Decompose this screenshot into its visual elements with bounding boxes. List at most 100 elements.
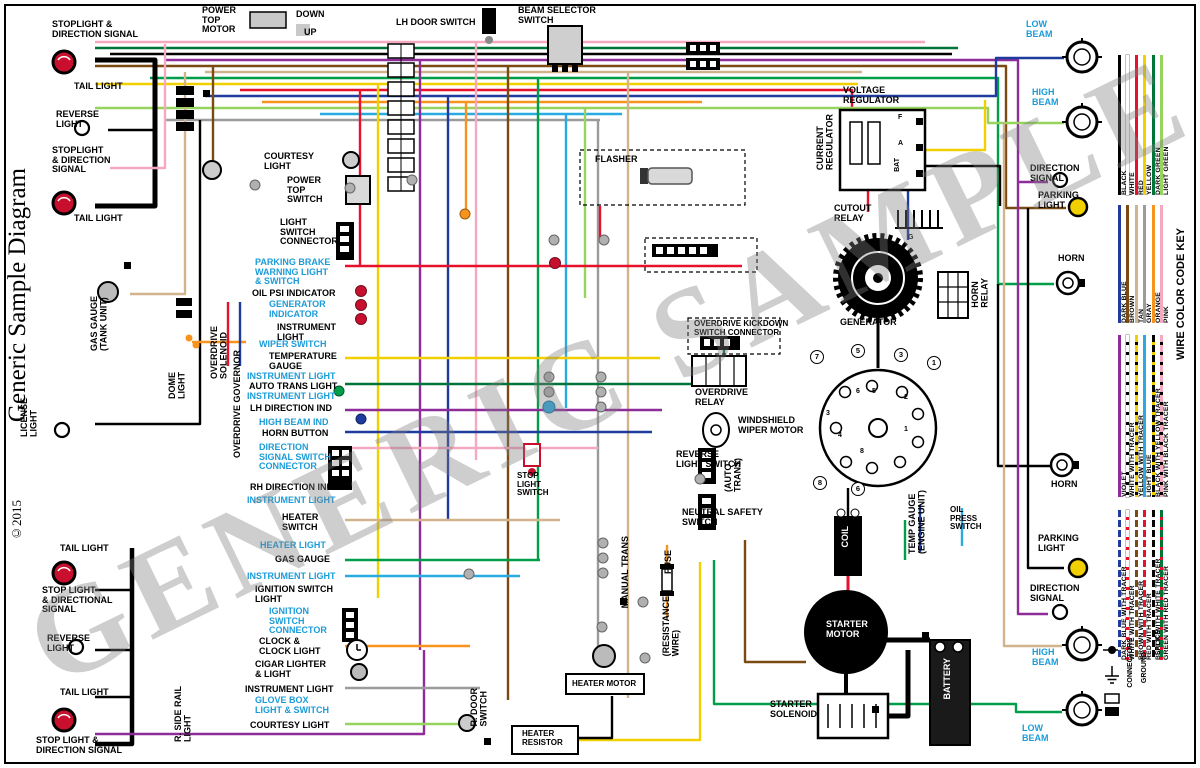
- tail-lamp-icon: [51, 560, 77, 586]
- heater-light: HEATER LIGHT: [260, 540, 326, 550]
- wire: [1016, 182, 1048, 616]
- wire: [743, 540, 806, 664]
- wire: [95, 548, 135, 747]
- wire-color-label: BROWN WITH TRACER: [1137, 580, 1145, 660]
- wire-color-label: RED WITH TRACER: [1146, 593, 1154, 660]
- reverse-light-1: REVERSE LIGHT: [56, 109, 100, 129]
- stop-light-switch-icon: [523, 443, 541, 476]
- connectors-symbol: [1104, 693, 1120, 716]
- cutout-relay-icon: [895, 210, 943, 229]
- wire-color-swatch: [1134, 335, 1138, 497]
- high-beam-lamp-icon: [1060, 624, 1104, 662]
- courtesy-light-2: COURTESY LIGHT: [250, 720, 330, 730]
- horn-relay: HORN RELAY: [970, 278, 990, 308]
- cigar-lighter: CIGAR LIGHTER & LIGHT: [255, 659, 326, 679]
- generator-icon: [833, 233, 923, 323]
- ignition-switch-connector: IGNITION SWITCH CONNECTOR: [269, 606, 327, 636]
- low-beam-lamp-icon: [1060, 36, 1104, 74]
- horn-icon: [1055, 270, 1087, 296]
- terminal-f: F: [898, 114, 903, 121]
- oil-psi-indicator: OIL PSI INDICATOR: [252, 288, 336, 298]
- wire-color-label: DARK BLUE WITH TRACER: [1121, 566, 1128, 660]
- wire-color-label: BLACK WITH WHITE TRACER: [1154, 558, 1162, 660]
- oil-press-switch: OIL PRESS SWITCH: [950, 505, 982, 532]
- r-side-rail-light: R. SIDE RAIL LIGHT: [173, 686, 193, 743]
- light-switch-connector-icon: [336, 222, 354, 260]
- horn-relay-icon: [937, 271, 969, 319]
- dist-term-8: 8: [813, 476, 827, 490]
- dist-num-8: 8: [860, 448, 864, 455]
- wire-color-swatch: [1151, 205, 1155, 323]
- stoplight-direction-2: STOPLIGHT & DIRECTION SIGNAL: [52, 145, 111, 175]
- dome-light-icon: [202, 160, 222, 180]
- wiper-motor-icon: [702, 412, 730, 448]
- auto-trans: (AUTO TRANS): [723, 458, 743, 492]
- wire-color-swatch: [1118, 55, 1121, 195]
- wire-color-swatch: [1134, 55, 1138, 195]
- stop-light-switch: STOP LIGHT SWITCH: [517, 471, 549, 498]
- coil-terminal: [836, 508, 846, 518]
- wire: [712, 560, 1062, 714]
- wire-color-swatch: [1118, 205, 1121, 323]
- dome-light: DOME LIGHT: [167, 372, 187, 399]
- wire: [95, 120, 202, 426]
- overdrive-relay: OVERDRIVE RELAY: [695, 387, 749, 407]
- wire: [1002, 123, 1062, 648]
- high-beam-2: HIGH BEAM: [1032, 647, 1059, 667]
- power-top-switch: POWER TOP SWITCH: [287, 175, 323, 205]
- wire: [345, 342, 726, 386]
- temp-gauge-engine: TEMP GAUGE (ENGINE UNIT): [907, 490, 927, 554]
- wire-color-label: GRAY: [1146, 303, 1154, 323]
- heater-motor-box: [565, 673, 645, 695]
- wire-color-swatch: [1143, 205, 1147, 323]
- horn-button: HORN BUTTON: [262, 428, 329, 438]
- horn-1: HORN: [1058, 253, 1085, 263]
- heater-resistor-box: [511, 725, 579, 755]
- cutout-relay: CUTOUT RELAY: [834, 203, 872, 223]
- coil-terminal: [850, 508, 860, 518]
- courtesy-light-icon: [458, 714, 476, 732]
- current-regulator: CURRENT REGULATOR: [815, 114, 835, 171]
- wire: [95, 57, 158, 209]
- terminal-a: A: [898, 140, 904, 147]
- wire-color-swatch: [1151, 510, 1155, 660]
- gas-gauge-icon: [97, 281, 119, 303]
- coil-icon: [834, 516, 862, 576]
- wire-layer: [95, 40, 1066, 747]
- courtesy-light-icon: [342, 151, 360, 169]
- overdrive-solenoid: OVERDRIVE SOLENOID: [209, 326, 229, 380]
- stoplight-direction-1: STOPLIGHT & DIRECTION SIGNAL: [52, 19, 139, 39]
- connector-strip-icon: [644, 237, 758, 273]
- wire: [205, 56, 1064, 98]
- overdrive-kickdown-connector-icon: [687, 317, 781, 355]
- neutral-safety-switch: NEUTRAL SAFETY SWITCH: [682, 507, 763, 527]
- instrument-light-6: INSTRUMENT LIGHT: [245, 684, 334, 694]
- lh-door-switch: LH DOOR SWITCH: [396, 17, 476, 27]
- wire-color-label: DARK GREEN: [1154, 147, 1162, 195]
- wire-color-label: BLACK: [1121, 170, 1128, 195]
- wire: [888, 650, 911, 719]
- instrument-light-1: INSTRUMENT LIGHT: [277, 322, 336, 342]
- wire: [574, 696, 614, 740]
- wire: [95, 106, 1064, 125]
- wire-color-label: PINK WITH BLACK TRACER: [1163, 401, 1170, 497]
- wire: [925, 100, 987, 152]
- wiper-switch: WIPER SWITCH: [259, 339, 327, 349]
- wire: [165, 58, 1048, 184]
- power-top-motor-icon: [249, 11, 287, 29]
- instrument-light-5: INSTRUMENT LIGHT: [247, 571, 336, 581]
- terminal-g: G: [908, 234, 914, 241]
- top-connector-strips-icon: [686, 42, 720, 70]
- reverse-light-2: REVERSE LIGHT: [47, 633, 91, 653]
- tail-light-1: TAIL LIGHT: [74, 81, 123, 91]
- component-shapes: [51, 8, 1121, 755]
- wire-color-label: YELLOW: [1146, 164, 1154, 195]
- fuse-icon: [660, 564, 674, 596]
- r-door-switch: R. DOOR SWITCH: [469, 688, 489, 727]
- flasher: FLASHER: [595, 154, 638, 164]
- overdrive-governor: OVERDRIVE GOVERNOR: [232, 350, 242, 459]
- dist-num-3: 3: [826, 410, 830, 417]
- wire-color-swatch: [1126, 55, 1130, 195]
- dist-num-5: 5: [872, 388, 876, 395]
